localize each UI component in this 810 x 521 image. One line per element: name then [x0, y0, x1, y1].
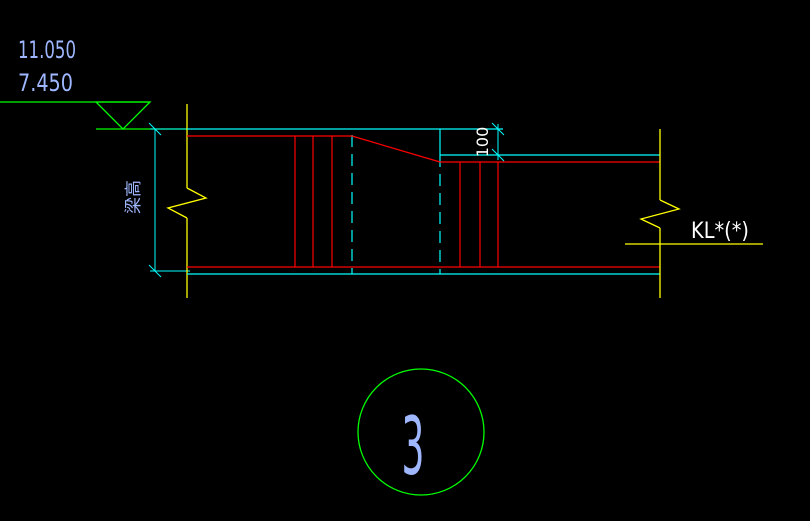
detail-circle	[357, 368, 485, 496]
beam-height-text: 梁高	[124, 180, 144, 214]
elevation-upper-text: 11.050	[18, 36, 76, 64]
detail-number-text: 3	[402, 399, 425, 493]
beam-height-dimension: 梁高	[124, 122, 190, 278]
step-dimension-text: 100	[473, 127, 492, 158]
right-break-zigzag	[639, 199, 681, 229]
beam-label-group: KL*(*)	[625, 219, 763, 245]
step-dimension-tick-top	[491, 122, 505, 136]
beam-label-text: KL*(*)	[691, 219, 749, 244]
elevation-triangle-symbol	[94, 101, 152, 130]
detail-callout: 3	[357, 368, 485, 496]
reinforcement	[187, 135, 660, 268]
right-break-line	[639, 129, 681, 298]
left-break-line	[166, 104, 208, 298]
dimension-tick-top	[148, 122, 162, 136]
elevation-lower-text: 7.450	[18, 69, 73, 97]
dimension-tick-bottom	[148, 264, 162, 278]
top-bar-bend	[351, 135, 441, 163]
step-dimension-tick-bottom	[491, 148, 505, 162]
left-break-zigzag	[166, 187, 208, 219]
elevation-marker: 11.050 7.450	[0, 36, 188, 130]
step-height-dimension: 100	[440, 122, 512, 162]
